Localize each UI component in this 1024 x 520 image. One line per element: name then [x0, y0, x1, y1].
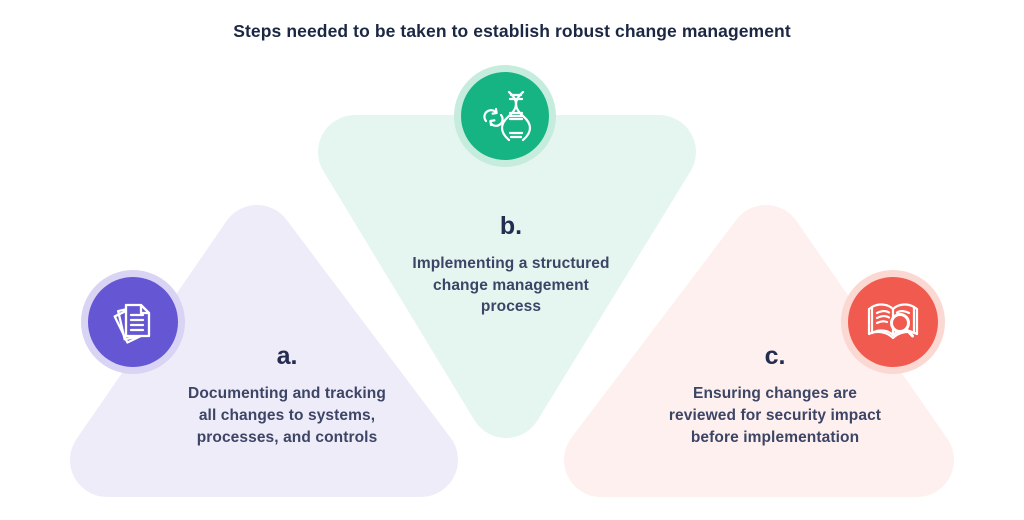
dna-change-icon: [483, 90, 532, 142]
triangle-step-c: [564, 205, 954, 497]
book-review-icon: [867, 303, 919, 340]
step-b-description: Implementing a structured change managem…: [412, 255, 610, 315]
documents-icon: [113, 303, 151, 344]
page-title: Steps needed to be taken to establish ro…: [233, 21, 791, 41]
step-b-label: b.: [499, 212, 523, 240]
triangle-step-a: [70, 205, 458, 497]
dna-change-icon-disc: [461, 72, 549, 160]
step-a-description: Documenting and tracking all changes to …: [188, 385, 386, 446]
step-a-label: a.: [276, 342, 298, 370]
step-c-description: Ensuring changes are reviewed for securi…: [668, 385, 882, 446]
step-c-label: c.: [764, 342, 786, 370]
